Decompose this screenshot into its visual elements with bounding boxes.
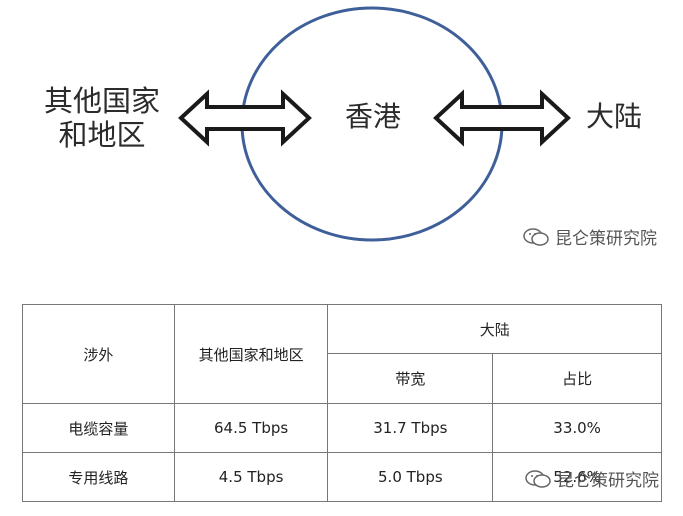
header-other-regions: 其他国家和地区 xyxy=(173,304,329,404)
row-bandwidth-value: 31.7 Tbps xyxy=(327,403,494,453)
hong-kong-label: 香港 xyxy=(345,100,402,133)
table-header-row: 涉外 其他国家和地区 大陆 xyxy=(22,304,662,404)
row-other-value: 64.5 Tbps xyxy=(173,403,329,453)
row-bandwidth-value: 5.0 Tbps xyxy=(327,452,494,502)
header-mainland: 大陆 xyxy=(327,304,662,354)
watermark-bottom: 昆仑策研究院 xyxy=(524,466,659,491)
left-region-label: 其他国家 和地区 xyxy=(36,84,168,152)
row-share-value: 33.0% xyxy=(492,403,662,453)
left-double-arrow-icon xyxy=(178,89,312,147)
header-foreign: 涉外 xyxy=(22,304,175,404)
flow-diagram: 其他国家 和地区 香港 大陆 xyxy=(36,6,643,242)
table-row: 电缆容量 64.5 Tbps 31.7 Tbps 33.0% xyxy=(22,403,662,453)
watermark-top: 昆仑策研究院 xyxy=(522,224,657,249)
table-row: 专用线路 4.5 Tbps 5.0 Tbps 52.6% xyxy=(22,452,662,502)
table-subheader-row: 带宽 占比 xyxy=(23,353,662,404)
row-other-value: 4.5 Tbps xyxy=(173,452,329,502)
header-share: 占比 xyxy=(492,353,662,404)
left-region-label-line2: 和地区 xyxy=(58,118,146,152)
row-label: 专用线路 xyxy=(22,452,175,502)
watermark-text: 昆仑策研究院 xyxy=(557,471,659,491)
right-double-arrow-icon xyxy=(433,89,571,147)
left-region-label-line1: 其他国家 xyxy=(43,84,160,118)
diagram-graphics xyxy=(178,6,571,242)
wechat-icon xyxy=(525,469,551,488)
header-bandwidth: 带宽 xyxy=(327,353,494,404)
watermark-text: 昆仑策研究院 xyxy=(555,229,657,249)
row-share-value: 52.6% xyxy=(492,452,662,502)
mainland-label: 大陆 xyxy=(586,100,643,133)
bandwidth-table: 涉外 其他国家和地区 大陆 带宽 占比 电缆容量 64.5 Tbps 31.7 … xyxy=(22,304,662,502)
row-label: 电缆容量 xyxy=(22,403,175,453)
wechat-icon xyxy=(523,227,549,246)
